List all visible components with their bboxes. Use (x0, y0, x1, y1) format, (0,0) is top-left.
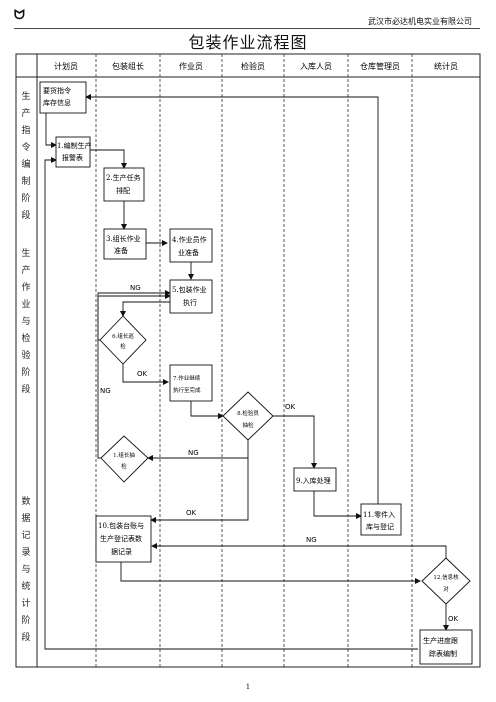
label-ok-8: OK (285, 403, 296, 411)
column-headers: 计划员 包装组长 作业员 检验员 入库人员 仓库管理员 统计员 (54, 61, 458, 71)
stage-3-c5: 统 (21, 580, 30, 592)
stage-1-c7: 段 (21, 209, 30, 221)
node-1-l1: 1.编制生产 (57, 141, 92, 150)
col-header-operator: 作业员 (179, 61, 203, 71)
node-requirement-l2: 库存信息 (43, 98, 71, 107)
node-1-l2: 报警表 (62, 153, 83, 162)
node-j-l2: 检 (121, 462, 127, 470)
stage-2-c7: 阶 (21, 366, 30, 378)
node-requirement (39, 81, 87, 114)
node-j-l1: 1.组长抽 (113, 451, 135, 459)
label-ok-6: OK (137, 370, 148, 378)
page-number: 1 (245, 683, 251, 691)
node-12 (421, 557, 471, 605)
stage-3-c8: 段 (21, 631, 30, 643)
node-8-l2: 抽检 (242, 421, 254, 429)
stage-1-c2: 指 (21, 124, 30, 136)
node-7-l2: 执行至完成 (173, 386, 201, 394)
node-5-l1: 5.包装作业 (172, 285, 207, 294)
label-ng-j: NG (100, 387, 111, 395)
node-1 (55, 136, 91, 168)
stage-3-c1: 据 (21, 512, 30, 524)
node-6-l1: 6.组长巡 (112, 332, 134, 340)
node-7 (169, 364, 213, 402)
node-11-l2: 库与登记 (366, 522, 394, 531)
node-4 (169, 228, 213, 263)
label-ng-12: NG (306, 536, 317, 544)
node-report (419, 629, 473, 665)
node-j (100, 435, 149, 483)
node-5 (169, 279, 213, 314)
node-2-l2: 排配 (116, 186, 130, 195)
label-ok-j: OK (186, 509, 197, 517)
node-11 (360, 503, 402, 536)
col-header-storer: 入库人员 (300, 61, 332, 71)
node-5-l2: 执行 (183, 298, 197, 307)
node-4-l1: 4.作业员作 (172, 235, 207, 244)
stage-2-c8: 段 (21, 383, 30, 395)
label-ok-12: OK (448, 615, 459, 623)
node-12-l1: 12.信息核 (433, 573, 459, 581)
stage-1-c5: 制 (21, 175, 30, 187)
stage-3-c6: 计 (21, 597, 30, 609)
node-report-l2: 踪表编制 (429, 649, 457, 658)
node-2-l1: 2.生产任务 (106, 173, 141, 182)
node-3-l1: 3.组长作业 (106, 234, 141, 243)
stage-labels: 生 产 指 令 编 制 阶 段 生 产 作 业 与 检 验 阶 段 数 据 记 … (21, 90, 30, 643)
node-10-l2: 生产登记表数 (100, 534, 142, 543)
header-rule (14, 28, 480, 29)
node-7-l1: 7.作业继续 (173, 374, 201, 382)
node-6-l2: 检 (120, 342, 126, 350)
node-8-l1: 8.检验员 (237, 409, 259, 417)
node-3 (103, 228, 147, 260)
node-12-l2: 对 (443, 585, 449, 593)
node-8 (222, 391, 274, 441)
stage-3-c4: 与 (21, 564, 30, 575)
connectors (44, 94, 449, 650)
label-ng-6: NG (130, 284, 141, 292)
node-11-l1: 11.零件入 (363, 510, 395, 519)
stage-1-c1: 产 (21, 107, 30, 119)
stage-3-c0: 数 (21, 495, 30, 507)
stage-3-c2: 记 (21, 530, 30, 541)
node-2 (103, 167, 145, 202)
col-header-inspector: 检验员 (241, 61, 265, 71)
label-ng-8: NG (188, 449, 199, 457)
node-10 (95, 515, 152, 563)
node-4-l2: 业准备 (178, 248, 199, 257)
stage-1-c0: 生 (21, 90, 30, 102)
node-3-l2: 准备 (114, 246, 128, 255)
node-9 (293, 467, 337, 492)
stage-2-c2: 作 (21, 281, 30, 293)
stage-3-c7: 阶 (21, 614, 30, 626)
process-boxes (39, 81, 473, 665)
stage-3-c3: 录 (21, 547, 30, 558)
col-header-statistician: 统计员 (434, 61, 458, 71)
node-10-l3: 据记录 (111, 547, 132, 556)
stage-2-c3: 业 (21, 299, 30, 310)
company-name: 武汉市必达机电实业有限公司 (368, 17, 472, 26)
lane-dividers (95, 54, 413, 667)
stage-2-c6: 验 (21, 349, 30, 361)
col-header-pack-leader: 包装组长 (112, 61, 144, 71)
node-report-l1: 生产进度跟 (423, 636, 458, 645)
page-title: 包装作业流程图 (188, 33, 308, 52)
node-10-l1: 10.包装台账与 (98, 521, 144, 530)
company-logo: ᗢ (14, 8, 25, 23)
stage-1-c4: 编 (21, 158, 30, 170)
node-9-l1: 9.入库处理 (296, 476, 331, 485)
stage-2-c4: 与 (21, 316, 30, 327)
stage-2-c1: 产 (21, 264, 30, 276)
stage-2-c0: 生 (21, 247, 30, 259)
stage-1-c6: 阶 (21, 192, 30, 204)
stage-2-c5: 检 (21, 332, 30, 344)
node-6 (99, 315, 147, 365)
node-requirement-l1: 要货指令 (43, 86, 71, 95)
chart-frame (15, 53, 481, 668)
col-header-warehouse: 仓库管理员 (360, 61, 400, 71)
stage-1-c3: 令 (21, 141, 30, 153)
decision-diamonds (99, 315, 471, 605)
col-header-planner: 计划员 (54, 61, 78, 71)
